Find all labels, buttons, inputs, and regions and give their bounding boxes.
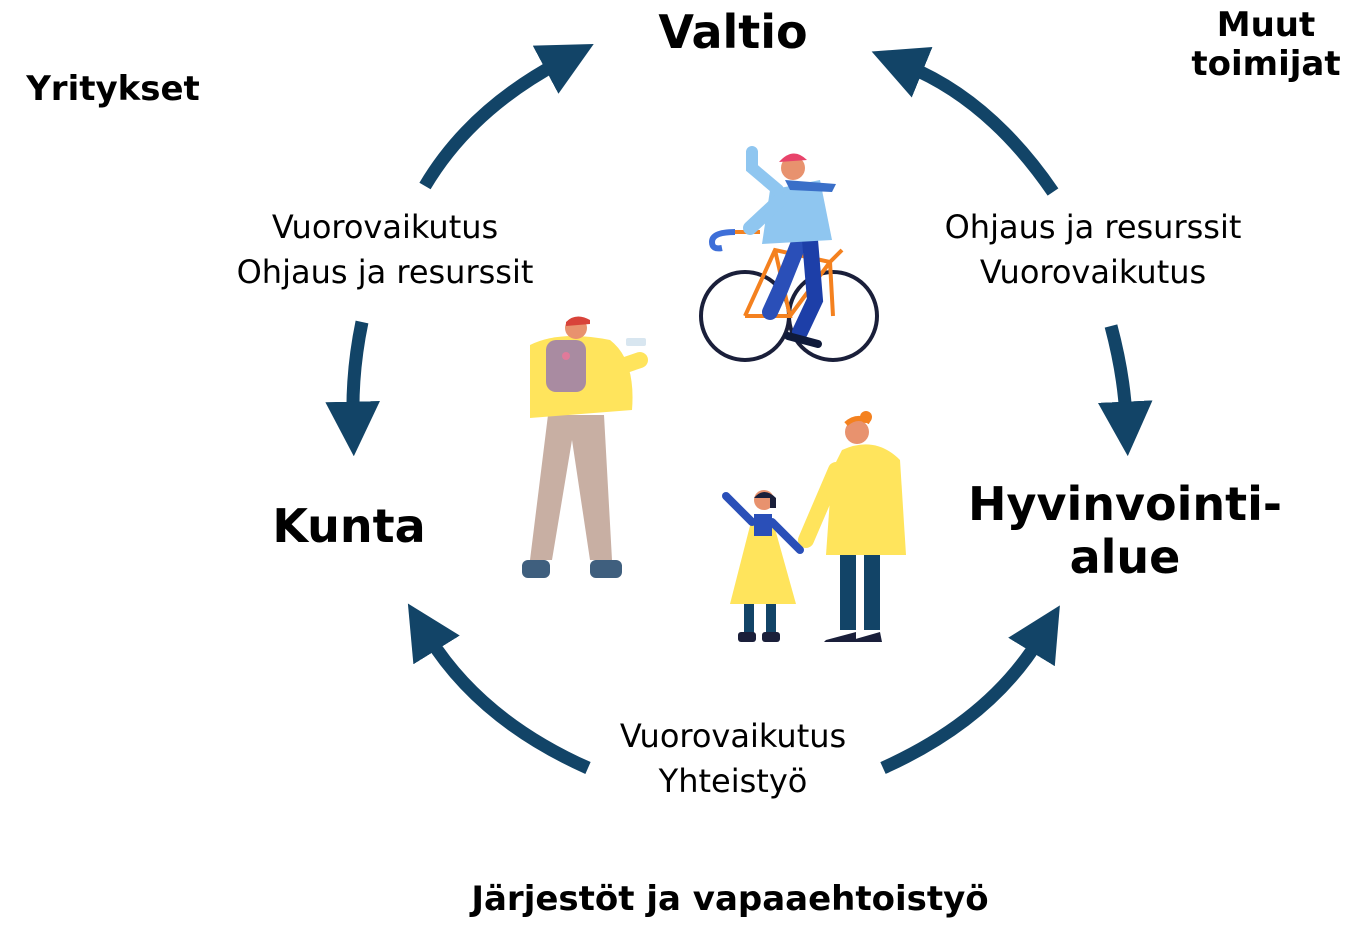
edge-label-right: Ohjaus ja resurssit Vuorovaikutus [898,205,1288,295]
edge-label-left-line2: Ohjaus ja resurssit [236,252,534,291]
arrow-to-valtio-left [419,44,594,190]
context-muut-toimijat: Muut toimijat [1176,5,1356,85]
context-yritykset: Yritykset [26,69,200,109]
node-hyvinvointialue-line2: alue [1069,529,1181,584]
edge-label-bottom-line1: Vuorovaikutus [619,717,847,755]
node-kunta: Kunta [272,499,426,553]
arrow-to-valtio-right [871,46,1059,196]
edge-label-bottom-line2: Yhteistyö [658,761,808,800]
arrow-to-kunta-bottom [407,603,591,774]
arrow-to-hyvinvointialue-bottom [880,605,1060,774]
cyclist-illustration [699,146,879,362]
backpacker-illustration [522,316,648,578]
node-valtio: Valtio [658,5,808,59]
context-jarjestot: Järjestöt ja vapaaehtoistyö [471,879,989,919]
edge-label-right-line2: Vuorovaikutus [979,252,1207,291]
node-hyvinvointialue-line1: Hyvinvointi- [968,477,1282,531]
edge-label-left-line1: Vuorovaikutus [271,208,499,246]
edge-label-left: Vuorovaikutus Ohjaus ja resurssit [190,205,580,295]
node-hyvinvointialue: Hyvinvointi- alue [950,478,1300,584]
arrow-to-hyvinvointialue-top [1097,324,1153,457]
context-muut-toimijat-line1: Muut [1216,5,1316,45]
parent-child-illustration [722,411,906,642]
context-muut-toimijat-line2: toimijat [1191,44,1341,85]
arrow-to-kunta-top [325,320,380,457]
edge-label-right-line1: Ohjaus ja resurssit [944,208,1242,246]
edge-label-bottom: Vuorovaikutus Yhteistyö [538,714,928,804]
